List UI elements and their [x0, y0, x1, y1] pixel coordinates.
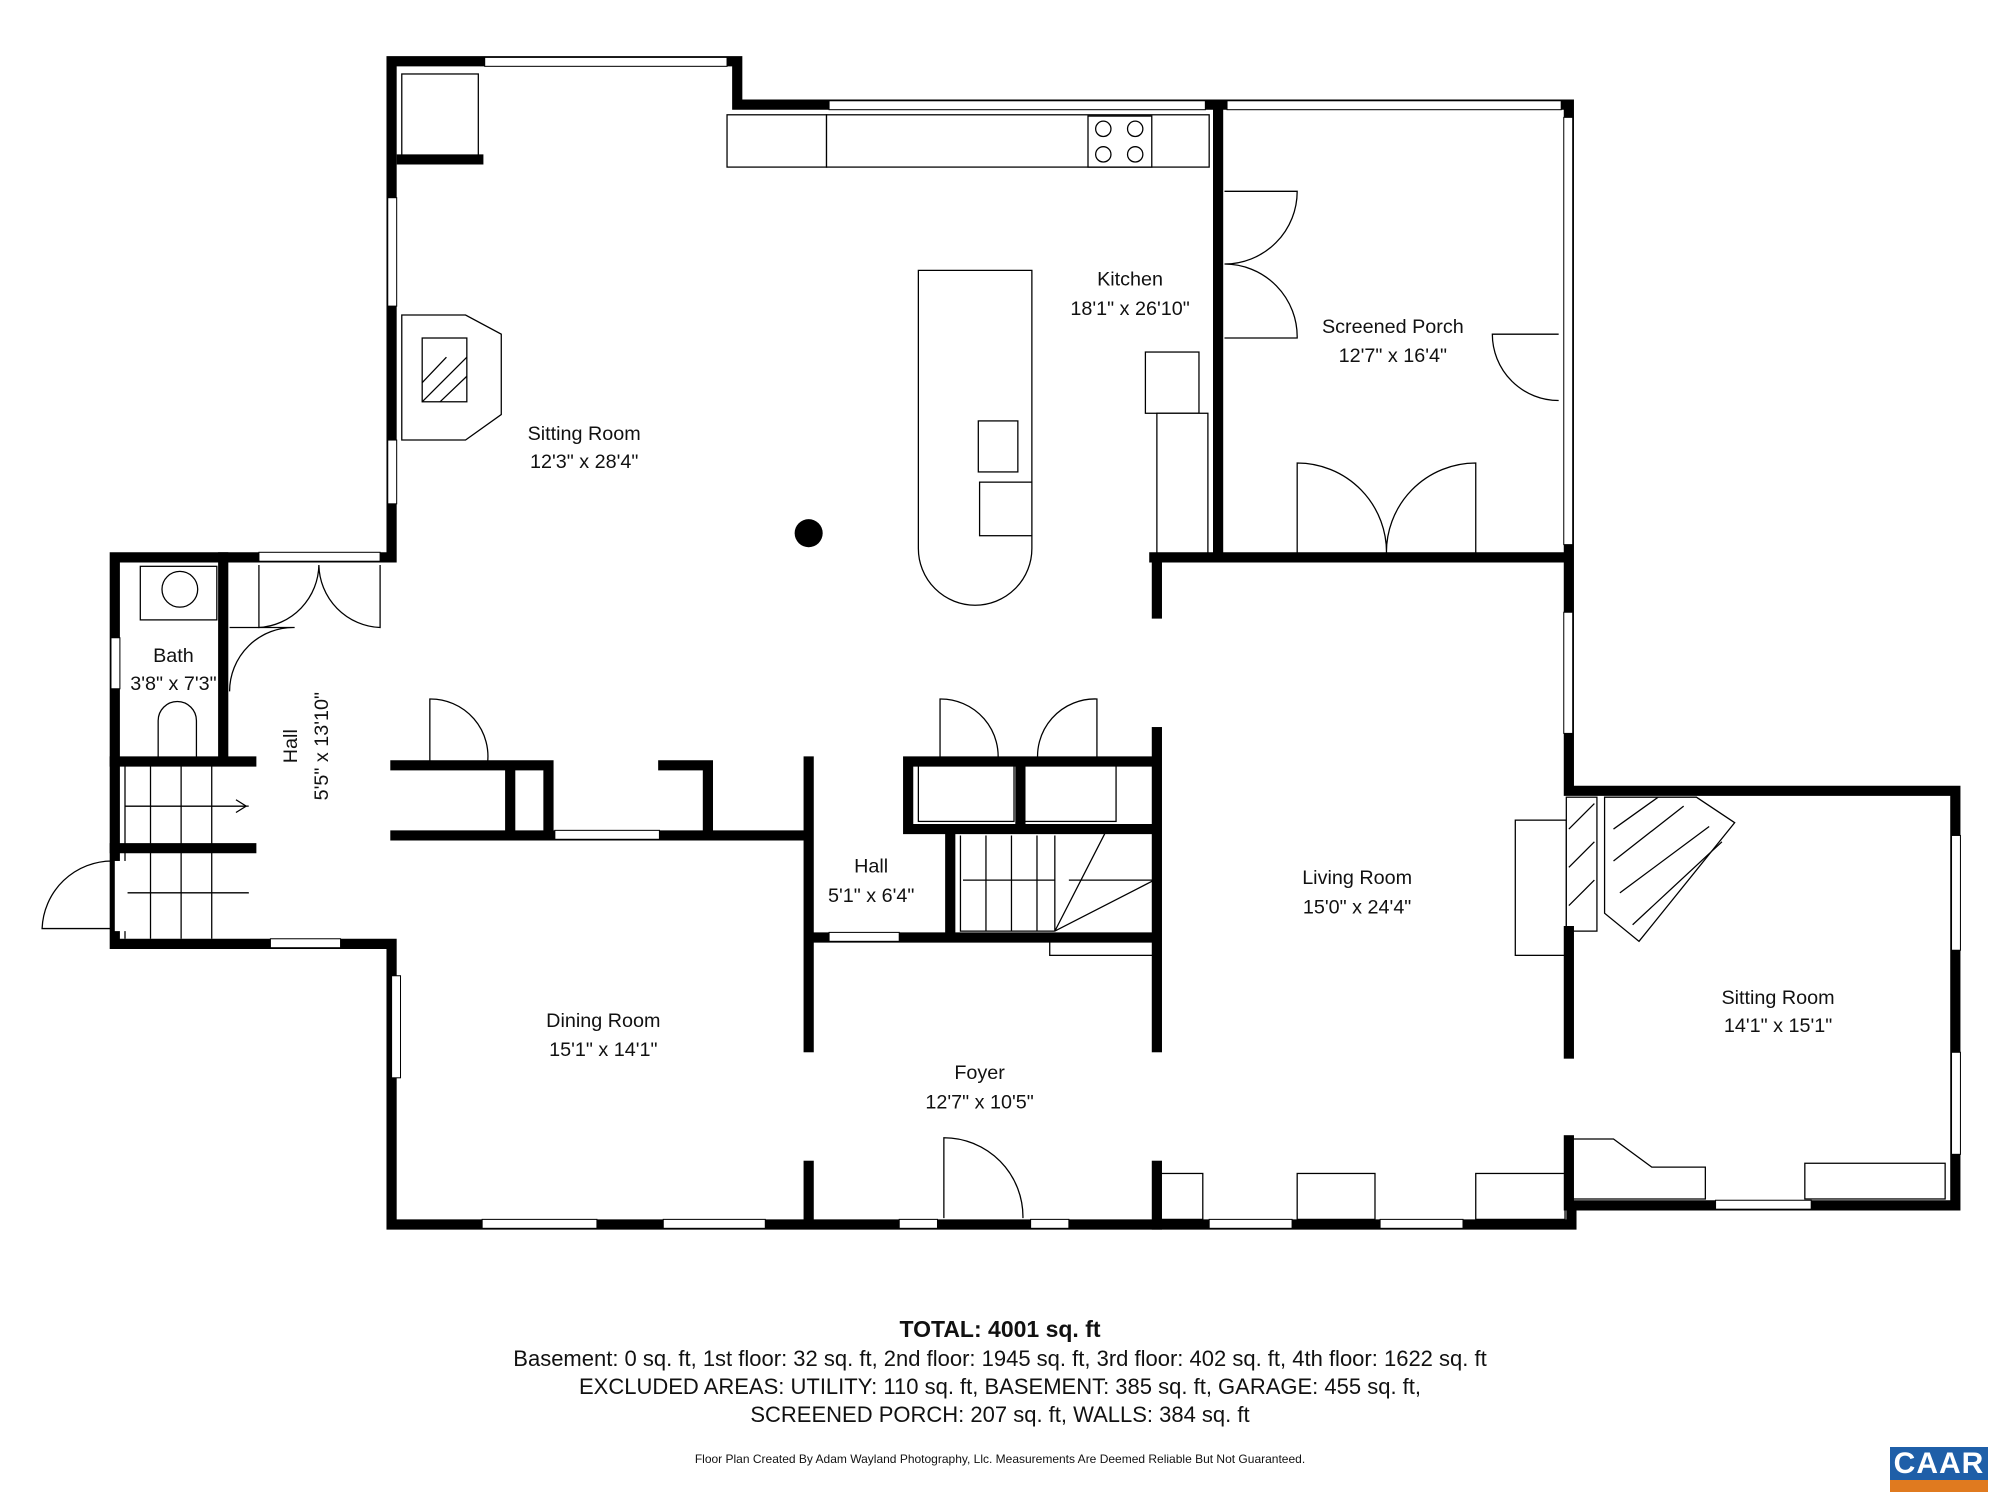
room-name: Sitting Room: [528, 423, 641, 445]
windows: [110, 56, 1961, 1229]
room-name: Kitchen: [1097, 269, 1163, 291]
room-sitting-room-1: Sitting Room 12'3" x 28'4": [528, 423, 641, 473]
room-name: Screened Porch: [1322, 316, 1464, 338]
room-name: Bath: [153, 645, 194, 667]
fixtures: [139, 73, 1946, 1221]
logo-tagline-bar: [1890, 1480, 1988, 1492]
room-dining-room: Dining Room 15'1" x 14'1": [546, 1010, 660, 1061]
doors: [41, 190, 1559, 1219]
room-dims: 15'1" x 14'1": [549, 1039, 657, 1061]
credit-note: Floor Plan Created By Adam Wayland Photo…: [694, 1452, 1306, 1466]
toilet-icon: [157, 700, 198, 761]
excluded-areas-cont: SCREENED PORCH: 207 sq. ft, WALLS: 384 s…: [750, 1402, 1250, 1427]
room-dims: 12'7" x 16'4": [1339, 345, 1447, 367]
sink-icon: [161, 570, 199, 608]
room-dims: 12'7" x 10'5": [925, 1091, 1033, 1113]
caar-logo: CAAR: [1890, 1447, 1988, 1492]
room-name: Living Room: [1302, 867, 1412, 889]
room-dims: 12'3" x 28'4": [530, 451, 638, 473]
floor-areas: Basement: 0 sq. ft, 1st floor: 32 sq. ft…: [513, 1346, 1487, 1371]
room-screened-porch: Screened Porch 12'7" x 16'4": [1322, 316, 1464, 367]
excluded-areas: EXCLUDED AREAS: UTILITY: 110 sq. ft, BAS…: [578, 1374, 1422, 1399]
room-dims: 3'8" x 7'3": [130, 673, 216, 695]
room-name: Hall: [854, 855, 888, 877]
stairs: [124, 765, 1155, 939]
room-dims: 5'1" x 6'4": [828, 885, 914, 907]
room-dims: 15'0" x 24'4": [1303, 896, 1411, 918]
room-hall-2: Hall 5'1" x 6'4": [828, 855, 914, 906]
interior-walls: [109, 99, 1574, 1230]
room-name: Dining Room: [546, 1010, 660, 1032]
total-area: TOTAL: 4001 sq. ft: [899, 1316, 1101, 1342]
room-living-room: Living Room 15'0" x 24'4": [1302, 867, 1412, 918]
room-dims: 18'1" x 26'10": [1070, 298, 1189, 320]
column: [794, 519, 823, 548]
room-foyer: Foyer 12'7" x 10'5": [925, 1062, 1033, 1113]
room-bath: Bath 3'8" x 7'3": [130, 645, 216, 695]
room-sitting-room-2: Sitting Room 14'1" x 15'1": [1721, 987, 1834, 1037]
logo-text: CAAR: [1890, 1447, 1988, 1480]
sink-icon: [977, 420, 1019, 473]
room-dims: 14'1" x 15'1": [1724, 1015, 1832, 1037]
room-name: Sitting Room: [1721, 987, 1834, 1009]
floor-plan: Kitchen 18'1" x 26'10" Screened Porch 12…: [41, 56, 1961, 1230]
room-dims: 5'5" x 13'10": [311, 692, 333, 800]
room-name: Hall: [280, 729, 302, 763]
room-name: Foyer: [954, 1062, 1005, 1084]
room-kitchen: Kitchen 18'1" x 26'10": [1070, 269, 1189, 320]
room-hall-1: Hall 5'5" x 13'10": [280, 692, 333, 800]
